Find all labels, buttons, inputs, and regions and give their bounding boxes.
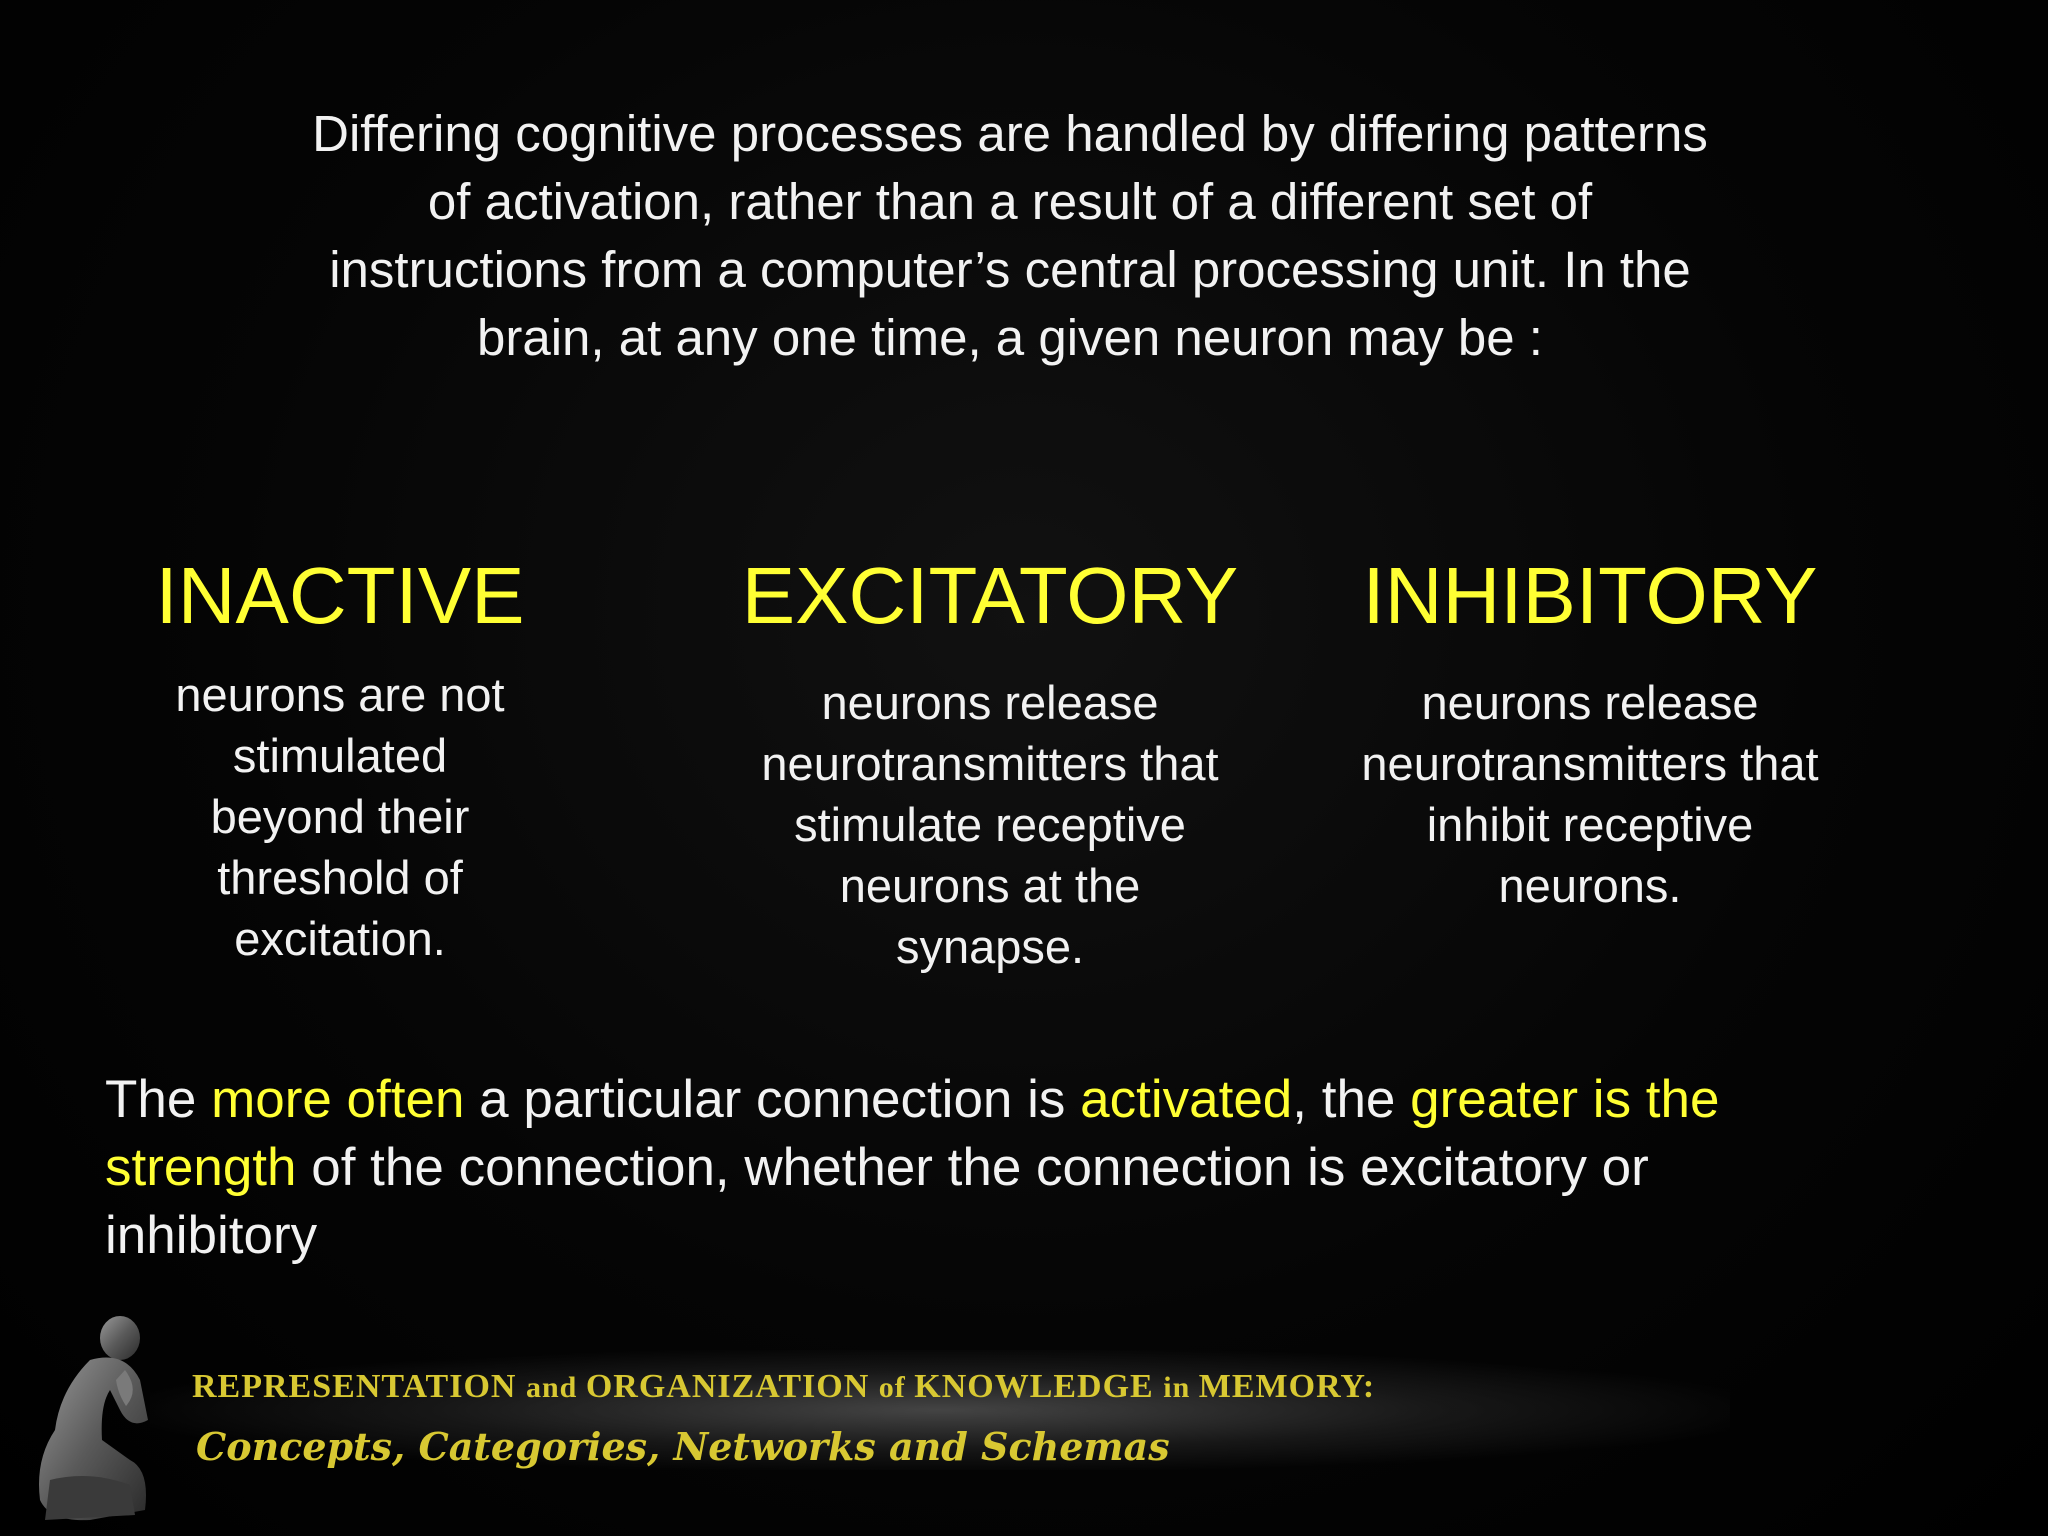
description-line: neurons are not — [175, 668, 505, 721]
description-line: inhibit receptive — [1426, 798, 1754, 851]
thinker-statue-icon — [39, 1316, 148, 1521]
description-line: neurotransmitters that — [1361, 737, 1819, 790]
description-line: neurons release — [1421, 676, 1759, 729]
intro-line: brain, at any one time, a given neuron m… — [477, 309, 1543, 366]
inhibitory-description: neurons release neurotransmitters that i… — [1310, 672, 1870, 916]
footer-title-part: REPRESENTATION — [192, 1368, 526, 1405]
highlight-text: strength — [105, 1138, 297, 1197]
footer-glow — [150, 1350, 1730, 1470]
footer-title-part: ORGANIZATION — [585, 1368, 879, 1405]
inhibitory-heading: INHIBITORY — [1362, 551, 1818, 640]
footer-title-part: of — [878, 1371, 915, 1404]
footer-title-part: KNOWLEDGE — [914, 1368, 1164, 1405]
description-line: neurotransmitters that — [761, 737, 1219, 790]
inactive-description: neurons are not stimulated beyond their … — [120, 664, 560, 969]
summary-text: inhibitory — [105, 1206, 318, 1265]
inactive-heading: INACTIVE — [155, 551, 525, 640]
intro-paragraph: Differing cognitive processes are handle… — [190, 100, 1830, 372]
intro-line: Differing cognitive processes are handle… — [312, 105, 1708, 162]
excitatory-heading: EXCITATORY — [741, 551, 1239, 640]
description-line: neurons. — [1498, 859, 1682, 912]
description-line: stimulate receptive — [794, 798, 1186, 851]
footer-title-part: and — [525, 1371, 586, 1404]
highlight-text: activated — [1080, 1070, 1293, 1129]
description-line: synapse. — [895, 920, 1085, 973]
intro-line: instructions from a computer’s central p… — [329, 241, 1691, 298]
intro-line: of activation, rather than a result of a… — [427, 173, 1593, 230]
footer-title-part: in — [1163, 1371, 1199, 1404]
description-line: excitation. — [234, 912, 446, 965]
summary-text: The — [105, 1070, 212, 1129]
summary-text: , the — [1292, 1070, 1411, 1129]
highlight-text: more often — [211, 1070, 465, 1129]
description-line: beyond their — [210, 790, 470, 843]
footer-title: REPRESENTATION and ORGANIZATION of KNOWL… — [192, 1368, 1375, 1406]
description-line: stimulated — [232, 729, 448, 782]
description-line: neurons at the — [839, 859, 1141, 912]
description-line: threshold of — [217, 851, 463, 904]
summary-paragraph: The more often a particular connection i… — [105, 1066, 1905, 1270]
footer-title-part: MEMORY: — [1198, 1368, 1376, 1405]
excitatory-column: EXCITATORY neurons release neurotransmit… — [700, 548, 1280, 977]
description-line: neurons release — [821, 676, 1159, 729]
footer-subtitle: Concepts, Categories, Networks and Schem… — [196, 1424, 1170, 1469]
highlight-text: greater is the — [1410, 1070, 1720, 1129]
summary-text: a particular connection is — [464, 1070, 1081, 1129]
inactive-column: INACTIVE neurons are not stimulated beyo… — [120, 548, 560, 969]
excitatory-description: neurons release neurotransmitters that s… — [700, 672, 1280, 977]
summary-text: of the connection, whether the connectio… — [296, 1138, 1649, 1197]
inhibitory-column: INHIBITORY neurons release neurotransmit… — [1310, 548, 1870, 916]
